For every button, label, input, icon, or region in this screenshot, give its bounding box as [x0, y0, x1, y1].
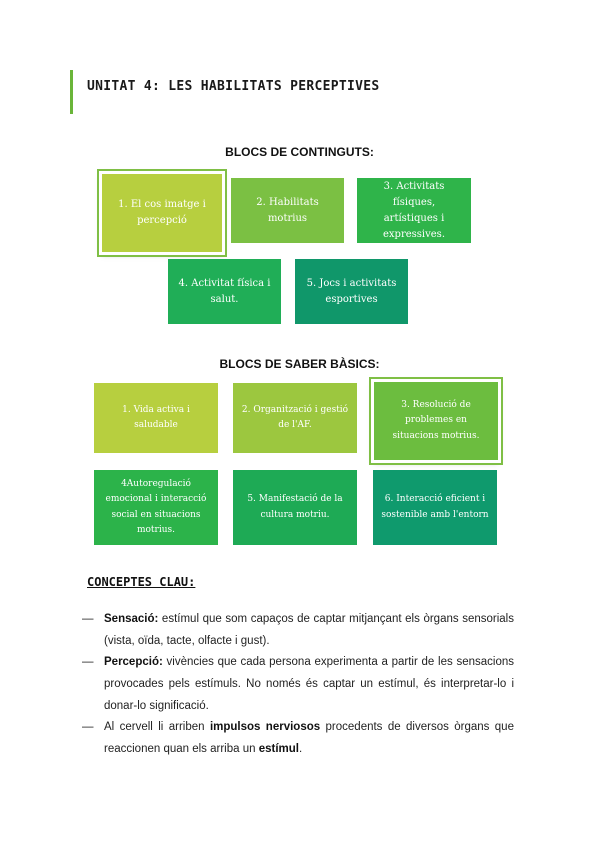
bloc-contingut-2: 2. Habilitats motrius [231, 178, 344, 243]
bloc-saber-2-label: 2. Organització i gestió de l'AF. [241, 404, 349, 430]
bloc-saber-5-label: 5. Manifestació de la cultura motriu. [247, 494, 343, 520]
blocs-continguts-heading: BLOCS DE CONTINGUTS: [225, 145, 374, 159]
concept-cervell-mid: procedents de diversos òrgans que reacci… [104, 721, 514, 755]
concept-percepcio-term: Percepció: [104, 656, 163, 668]
bloc-saber-1-label: 1. Vida activa i saludable [122, 404, 190, 430]
concept-cervell-pre: Al cervell li arriben [104, 721, 210, 733]
bloc-contingut-3: 3. Activitats físiques, artístiques i ex… [357, 178, 471, 243]
bloc-saber-4: 4Autoregulació emocional i interacció so… [94, 470, 218, 545]
bloc-contingut-4: 4. Activitat física i salut. [168, 259, 281, 324]
concept-sensacio: — Sensació: estímul que som capaços de c… [82, 608, 514, 652]
bloc-saber-3-label: 3. Resolució de problemes en situacions … [392, 400, 480, 441]
concept-cervell-bold-impulsos: impulsos nerviosos [209, 721, 321, 733]
concepts-title: CONCEPTES CLAU: [87, 575, 196, 589]
concept-sensacio-text: estímul que som capaços de captar mitjan… [104, 613, 514, 647]
bloc-saber-1: 1. Vida activa i saludable [94, 383, 218, 453]
dash-bullet: — [82, 721, 94, 733]
unit-title: UNITAT 4: LES HABILITATS PERCEPTIVES [87, 79, 380, 94]
bloc-saber-6: 6. Interacció eficient i sostenible amb … [373, 470, 497, 545]
bloc-saber-2: 2. Organització i gestió de l'AF. [233, 383, 357, 453]
bloc-saber-4-label: 4Autoregulació emocional i interacció so… [105, 478, 207, 535]
concept-sensacio-term: Sensació: [104, 613, 159, 625]
concept-percepcio-text: vivències que cada persona experimenta a… [104, 656, 514, 712]
bloc-saber-5: 5. Manifestació de la cultura motriu. [233, 470, 357, 545]
concept-percepcio: — Percepció: vivències que cada persona … [82, 651, 514, 717]
blocs-saber-heading: BLOCS DE SABER BÀSICS: [219, 357, 380, 371]
bloc-contingut-3-label: 3. Activitats físiques, artístiques i ex… [383, 180, 445, 240]
bloc-saber-3: 3. Resolució de problemes en situacions … [371, 379, 501, 463]
bloc-contingut-5: 5. Jocs i activitats esportives [295, 259, 408, 324]
bloc-saber-6-label: 6. Interacció eficient i sostenible amb … [381, 494, 489, 520]
concept-cervell-bold-estimul: estímul [258, 743, 299, 755]
title-accent-bar [70, 70, 73, 114]
dash-bullet: — [82, 613, 94, 625]
bloc-contingut-4-label: 4. Activitat física i salut. [178, 277, 271, 305]
concept-cervell: — Al cervell li arriben impulsos nervios… [82, 716, 514, 760]
bloc-contingut-5-label: 5. Jocs i activitats esportives [306, 277, 397, 305]
bloc-contingut-1: 1. El cos imatge i percepció [99, 171, 225, 255]
bloc-contingut-1-label: 1. El cos imatge i percepció [118, 199, 206, 226]
bloc-contingut-2-label: 2. Habilitats motrius [256, 196, 319, 224]
dash-bullet: — [82, 656, 94, 668]
concept-cervell-post: . [298, 743, 303, 755]
